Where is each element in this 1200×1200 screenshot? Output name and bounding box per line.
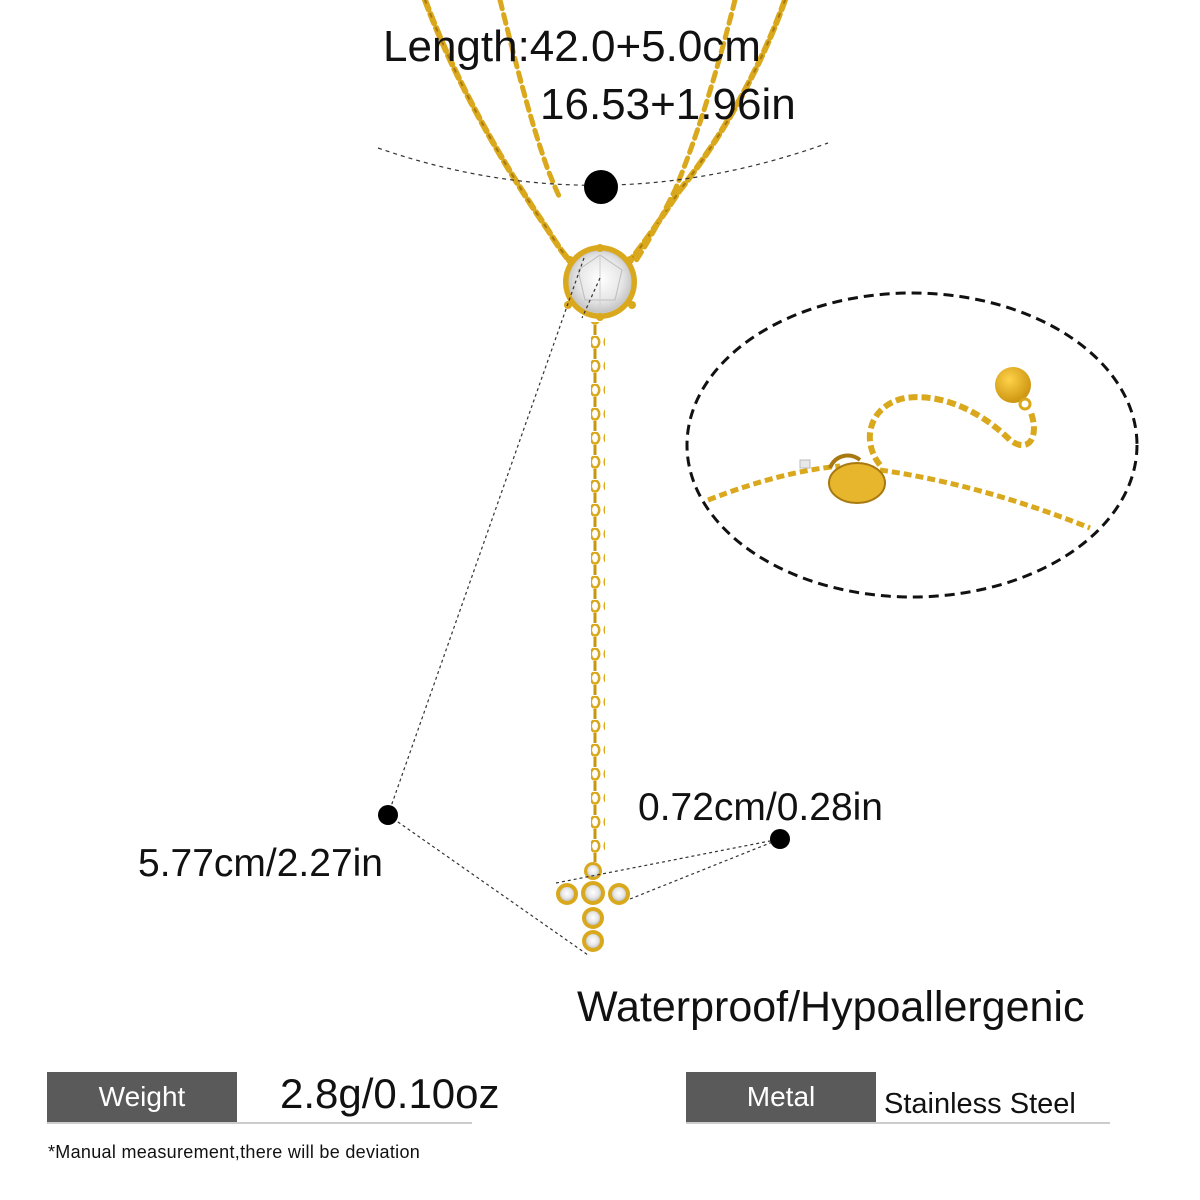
cross-width-measure	[555, 838, 781, 900]
length-in-label: 16.53+1.96in	[540, 80, 796, 129]
necklace-chain	[422, 0, 788, 273]
metal-spec-label: Metal	[686, 1072, 876, 1122]
metal-spec-value: Stainless Steel	[884, 1088, 1076, 1120]
cross-pendant	[556, 862, 630, 952]
measurement-note: *Manual measurement,there will be deviat…	[48, 1142, 421, 1162]
pendant-drop-measure	[387, 257, 601, 956]
length-marker-dot	[584, 170, 618, 204]
cross-width-marker-dot	[770, 829, 790, 849]
length-cm-label: Length:42.0+5.0cm	[383, 22, 761, 71]
weight-spec-label: Weight	[47, 1072, 237, 1122]
features-label: Waterproof/Hypoallergenic	[577, 983, 1085, 1031]
pendant-drop-marker-dot	[378, 805, 398, 825]
gemstone-pendant	[563, 244, 637, 321]
drop-chain	[591, 322, 605, 862]
pendant-drop-label: 5.77cm/2.27in	[138, 842, 383, 885]
cross-width-label: 0.72cm/0.28in	[638, 786, 883, 829]
weight-spec-value: 2.8g/0.10oz	[280, 1070, 500, 1117]
clasp-detail-inset	[685, 291, 1139, 599]
